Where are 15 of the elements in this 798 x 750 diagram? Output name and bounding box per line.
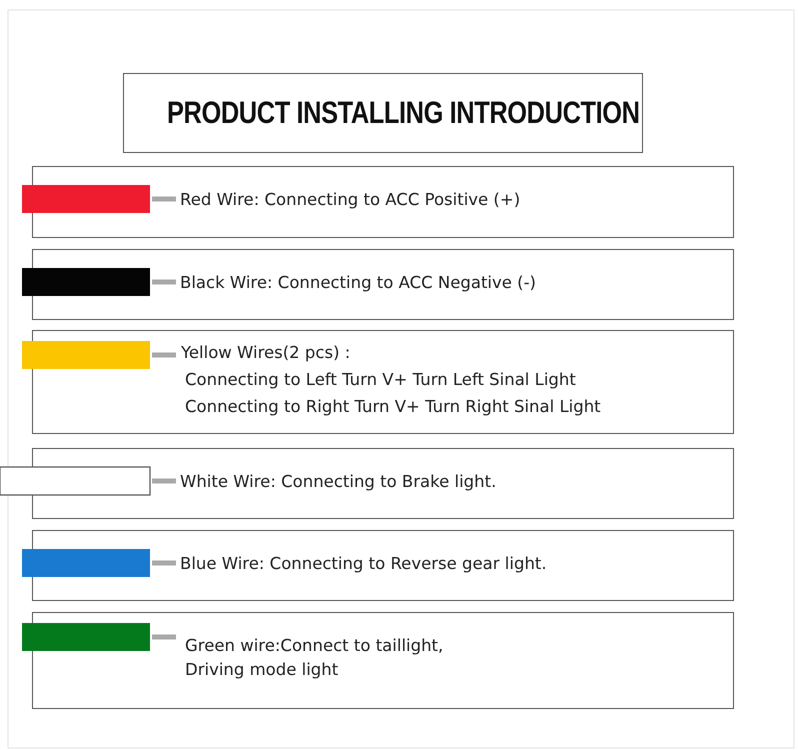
title-box	[123, 73, 643, 153]
wire-description: White Wire: Connecting to Brake light.	[180, 471, 496, 493]
wire-description-box	[32, 330, 734, 434]
wire-description: Blue Wire: Connecting to Reverse gear light.	[180, 553, 547, 575]
wire-description: Yellow Wires(2 pcs) :	[181, 342, 350, 364]
wire-description-box	[32, 249, 734, 320]
wire-description-box	[32, 166, 734, 238]
title: PRODUCT INSTALLING INTRODUCTION	[167, 94, 640, 132]
wire-description: Black Wire: Connecting to ACC Negative (-)	[180, 272, 536, 294]
connection-note: Connecting to Left Turn V+ Turn Left Sinal Light	[185, 369, 576, 391]
connection-note: Connecting to Right Turn V+ Turn Right Sinal Light	[185, 396, 601, 418]
wire-description-box	[32, 612, 734, 709]
wire-description-box	[32, 530, 734, 601]
wire-description: Red Wire: Connecting to ACC Positive (+)	[180, 189, 520, 211]
wire-description: Green wire:Connect to taillight, Driving mode light	[185, 635, 444, 681]
